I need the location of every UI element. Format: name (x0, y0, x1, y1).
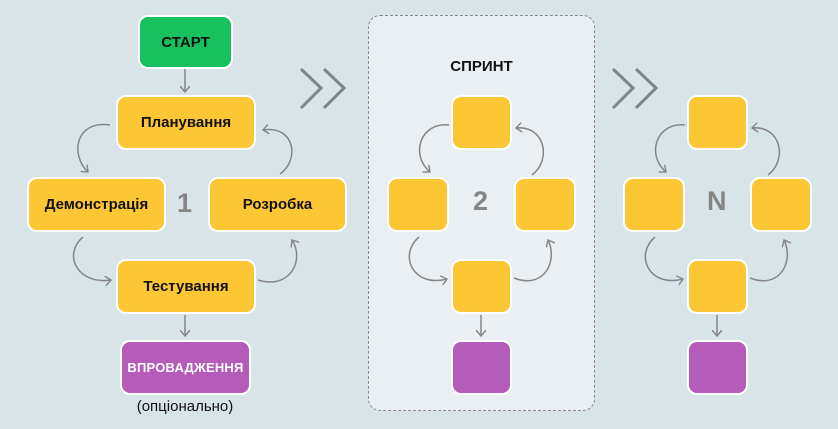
start-node: СТАРТ (138, 15, 233, 69)
sprint-demo-node (387, 177, 449, 232)
planning-node: Планування (116, 95, 256, 150)
sprint-deploy-node (451, 340, 512, 395)
arrow-planning-to-demo (77, 123, 111, 172)
arrow-sprint-bottom-to-right (513, 240, 551, 282)
cycle-number-2: 2 (473, 186, 489, 216)
deploy-node: ВПРОВАДЖЕННЯ (120, 340, 251, 395)
n-demo-node (623, 177, 685, 232)
arrow-demo-to-testing (72, 236, 111, 281)
planning-label: Планування (140, 114, 232, 131)
testing-node: Тестування (116, 259, 256, 314)
arrow-sprint-right-to-top (516, 128, 545, 176)
sprint-testing-node (451, 259, 512, 314)
arrow-n-bottom-to-right (749, 240, 787, 282)
arrow-n-left-to-bottom (644, 236, 683, 281)
arrow-n-right-to-top (752, 128, 781, 176)
demo-node: Демонстрація (27, 177, 166, 232)
sprint-title: СПРИНТ (450, 58, 513, 75)
demo-label: Демонстрація (44, 196, 149, 213)
n-deploy-node (687, 340, 748, 395)
n-planning-node (687, 95, 748, 150)
development-label: Розробка (242, 196, 313, 213)
double-chevron-right-icon (611, 67, 659, 110)
n-development-node (750, 177, 812, 232)
deploy-optional-note: (опціонально) (136, 398, 234, 415)
arrow-n-top-to-left (654, 124, 686, 172)
n-testing-node (687, 259, 748, 314)
cycle-number-n: N (707, 186, 727, 216)
start-label: СТАРТ (161, 33, 210, 51)
double-chevron-right-icon (299, 67, 347, 110)
deploy-label: ВПРОВАДЖЕННЯ (127, 360, 244, 375)
arrow-dev-to-planning (263, 130, 293, 175)
cycle-number-1: 1 (177, 188, 193, 218)
sprint-planning-node (451, 95, 512, 150)
testing-label: Тестування (143, 278, 229, 295)
development-node: Розробка (208, 177, 347, 232)
sprint-development-node (514, 177, 576, 232)
arrow-sprint-left-to-bottom (408, 236, 447, 281)
arrow-sprint-top-to-left (418, 124, 450, 172)
arrow-testing-to-dev (257, 240, 297, 283)
